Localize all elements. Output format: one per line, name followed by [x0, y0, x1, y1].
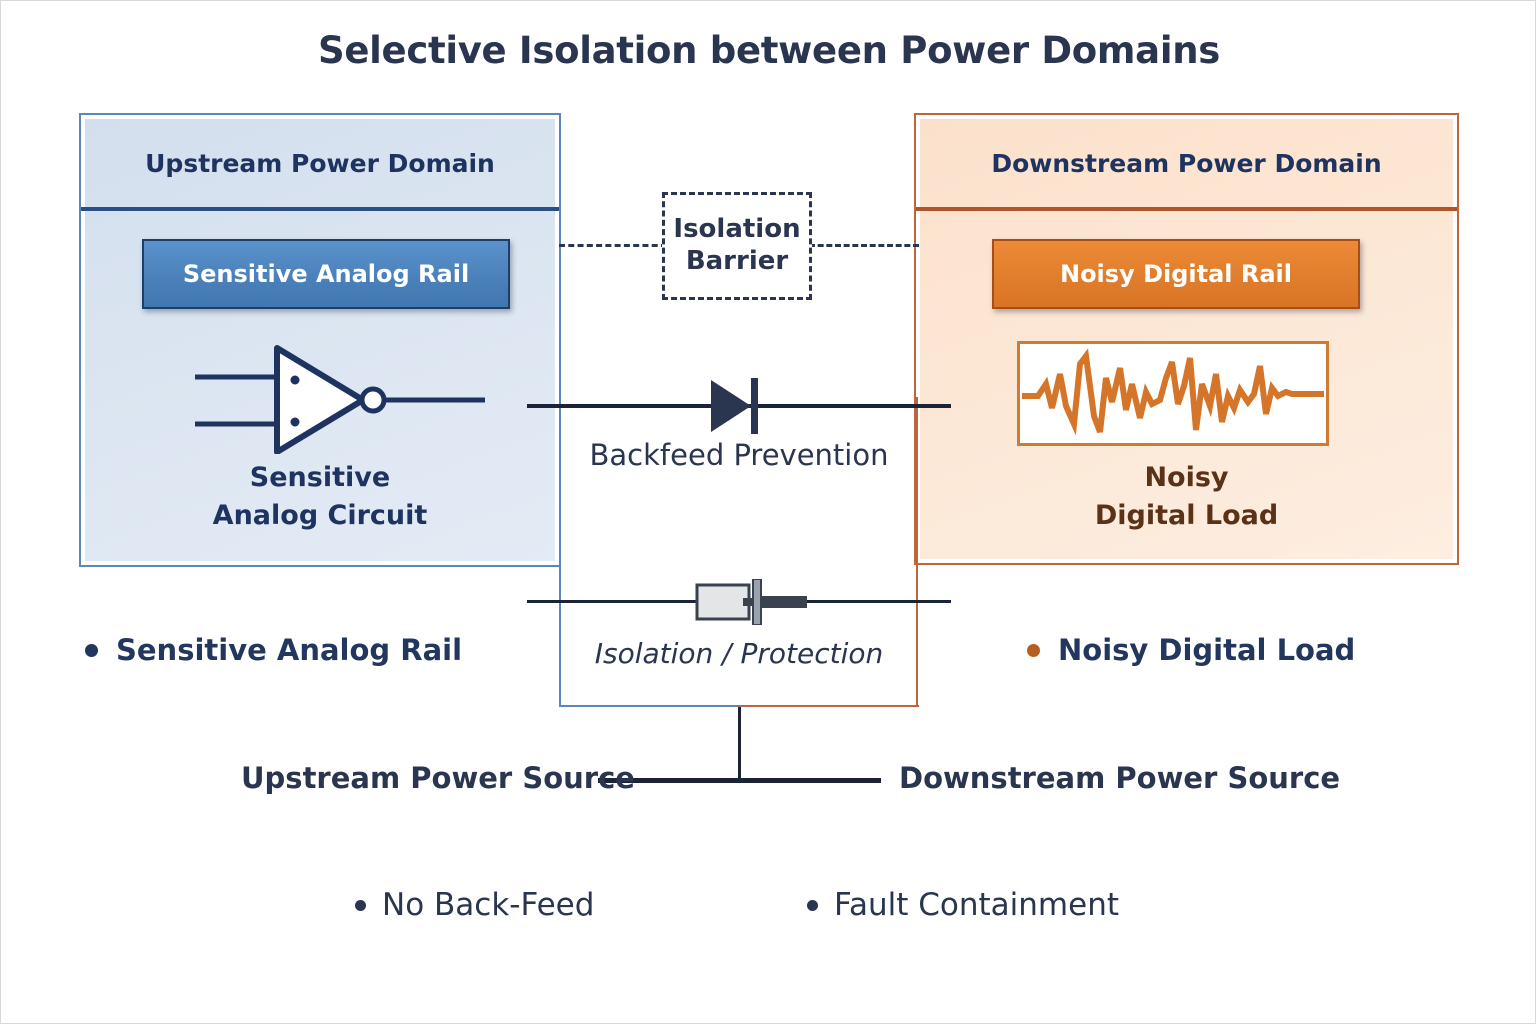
noise-waveform-icon — [1017, 341, 1329, 446]
page-title: Selective Isolation between Power Domain… — [318, 29, 1220, 72]
center-right-boundary-rule — [916, 397, 918, 707]
inverter-gate-icon — [195, 344, 485, 455]
upstream-power-domain-panel: Upstream Power Domain Sensitive Analog R… — [79, 113, 561, 567]
sensitive-analog-circuit-label: Sensitive Analog Circuit — [85, 459, 555, 536]
backfeed-prevention-label: Backfeed Prevention — [589, 438, 889, 472]
analog-circuit-label-line1: Sensitive — [249, 462, 391, 493]
bullet-fault-containment: Fault Containment — [807, 887, 1119, 923]
bullet-no-back-feed: No Back-Feed — [355, 887, 594, 923]
bullet-fault-containment-label: Fault Containment — [834, 887, 1119, 923]
bullet-noisy-digital-load-label: Noisy Digital Load — [1058, 633, 1356, 667]
downstream-panel-body: Downstream Power Domain Noisy Digital Ra… — [916, 119, 1457, 559]
bullet-noisy-digital-load: Noisy Digital Load — [1027, 633, 1355, 667]
noisy-digital-rail-label: Noisy Digital Rail — [1059, 260, 1293, 288]
center-left-boundary-rule — [559, 397, 561, 707]
upstream-panel-body: Upstream Power Domain Sensitive Analog R… — [81, 119, 559, 561]
bullet-dot-icon — [807, 899, 818, 911]
downstream-panel-header: Downstream Power Domain — [991, 148, 1382, 178]
bullet-sensitive-analog-rail: Sensitive Analog Rail — [85, 633, 462, 667]
upstream-panel-header: Upstream Power Domain — [145, 148, 495, 178]
power-source-bus-line — [598, 778, 881, 783]
isolation-barrier-line2: Barrier — [685, 246, 789, 276]
downstream-power-source-label: Downstream Power Source — [899, 761, 1341, 795]
isolation-barrier-dash-left — [559, 244, 667, 247]
upstream-header-divider — [81, 207, 559, 211]
isolation-barrier-line1: Isolation — [673, 214, 801, 245]
bullet-dot-icon — [1027, 643, 1040, 657]
bullet-dot-icon — [355, 899, 366, 911]
sensitive-analog-rail-chip[interactable]: Sensitive Analog Rail — [142, 239, 510, 309]
downstream-header-divider — [916, 207, 1457, 211]
downstream-power-domain-panel: Downstream Power Domain Noisy Digital Ra… — [914, 113, 1459, 565]
center-bottom-boundary-rule — [559, 705, 919, 707]
analog-circuit-label-line2: Analog Circuit — [212, 500, 428, 532]
power-source-trunk-line — [738, 707, 741, 780]
noisy-digital-rail-chip[interactable]: Noisy Digital Rail — [992, 239, 1360, 309]
bullet-no-back-feed-label: No Back-Feed — [382, 887, 595, 923]
bullet-dot-icon — [85, 643, 98, 657]
isolation-protection-label: Isolation / Protection — [594, 637, 884, 670]
sensitive-analog-rail-label: Sensitive Analog Rail — [182, 260, 470, 288]
digital-load-label-line2: Digital Load — [1094, 500, 1279, 532]
isolation-barrier-dash-right — [809, 244, 919, 247]
fuse-icon — [695, 578, 813, 626]
isolation-barrier-box: Isolation Barrier — [662, 192, 812, 300]
digital-load-label-line1: Noisy — [1144, 462, 1229, 493]
diode-icon — [707, 378, 765, 434]
noisy-digital-load-label: Noisy Digital Load — [920, 459, 1453, 536]
upstream-power-source-label: Upstream Power Source — [241, 761, 635, 795]
bullet-sensitive-analog-rail-label: Sensitive Analog Rail — [116, 633, 463, 667]
